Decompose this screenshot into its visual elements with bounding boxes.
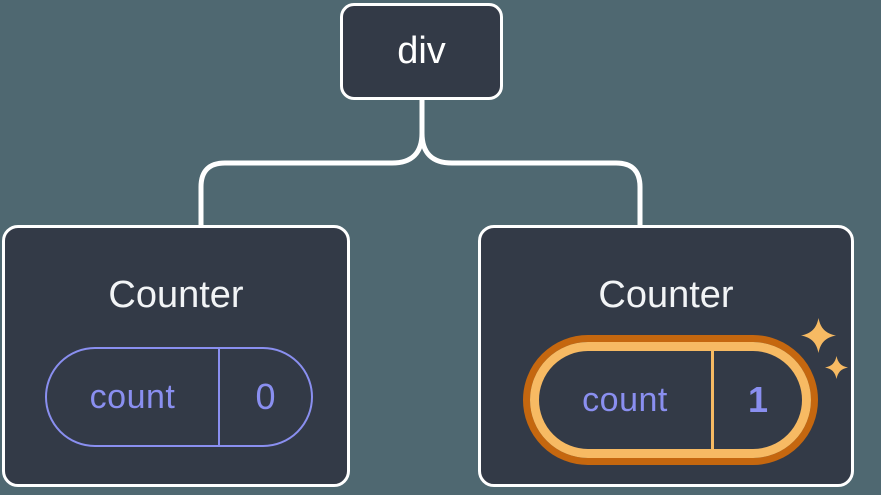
state-key-cell: count xyxy=(539,351,711,449)
state-pill: count 0 xyxy=(45,347,313,447)
counter-title: Counter xyxy=(108,274,244,316)
root-node-div: div xyxy=(340,3,503,100)
counter-title: Counter xyxy=(598,274,734,316)
state-key-label: count xyxy=(89,377,176,416)
root-node-label: div xyxy=(397,30,446,72)
state-pill-highlighted: count 1 xyxy=(523,335,818,465)
pill-divider xyxy=(218,349,220,445)
counter-card-right: Counter count 1 xyxy=(478,225,854,487)
connector-left-branch xyxy=(198,97,425,229)
pill-divider xyxy=(711,351,714,449)
state-value: 0 xyxy=(255,376,276,417)
state-key-label: count xyxy=(582,380,668,419)
sparkle-small-icon xyxy=(825,356,848,379)
state-key-cell: count xyxy=(47,349,218,445)
state-value-cell: 0 xyxy=(220,349,311,445)
state-value-cell: 1 xyxy=(714,351,802,449)
state-pill-highlight-ring: count 1 xyxy=(530,342,811,458)
state-value: 1 xyxy=(747,379,769,420)
counter-card-left: Counter count 0 xyxy=(2,225,350,487)
sparkle-large-icon xyxy=(801,318,836,353)
connector-right-branch xyxy=(419,130,643,229)
